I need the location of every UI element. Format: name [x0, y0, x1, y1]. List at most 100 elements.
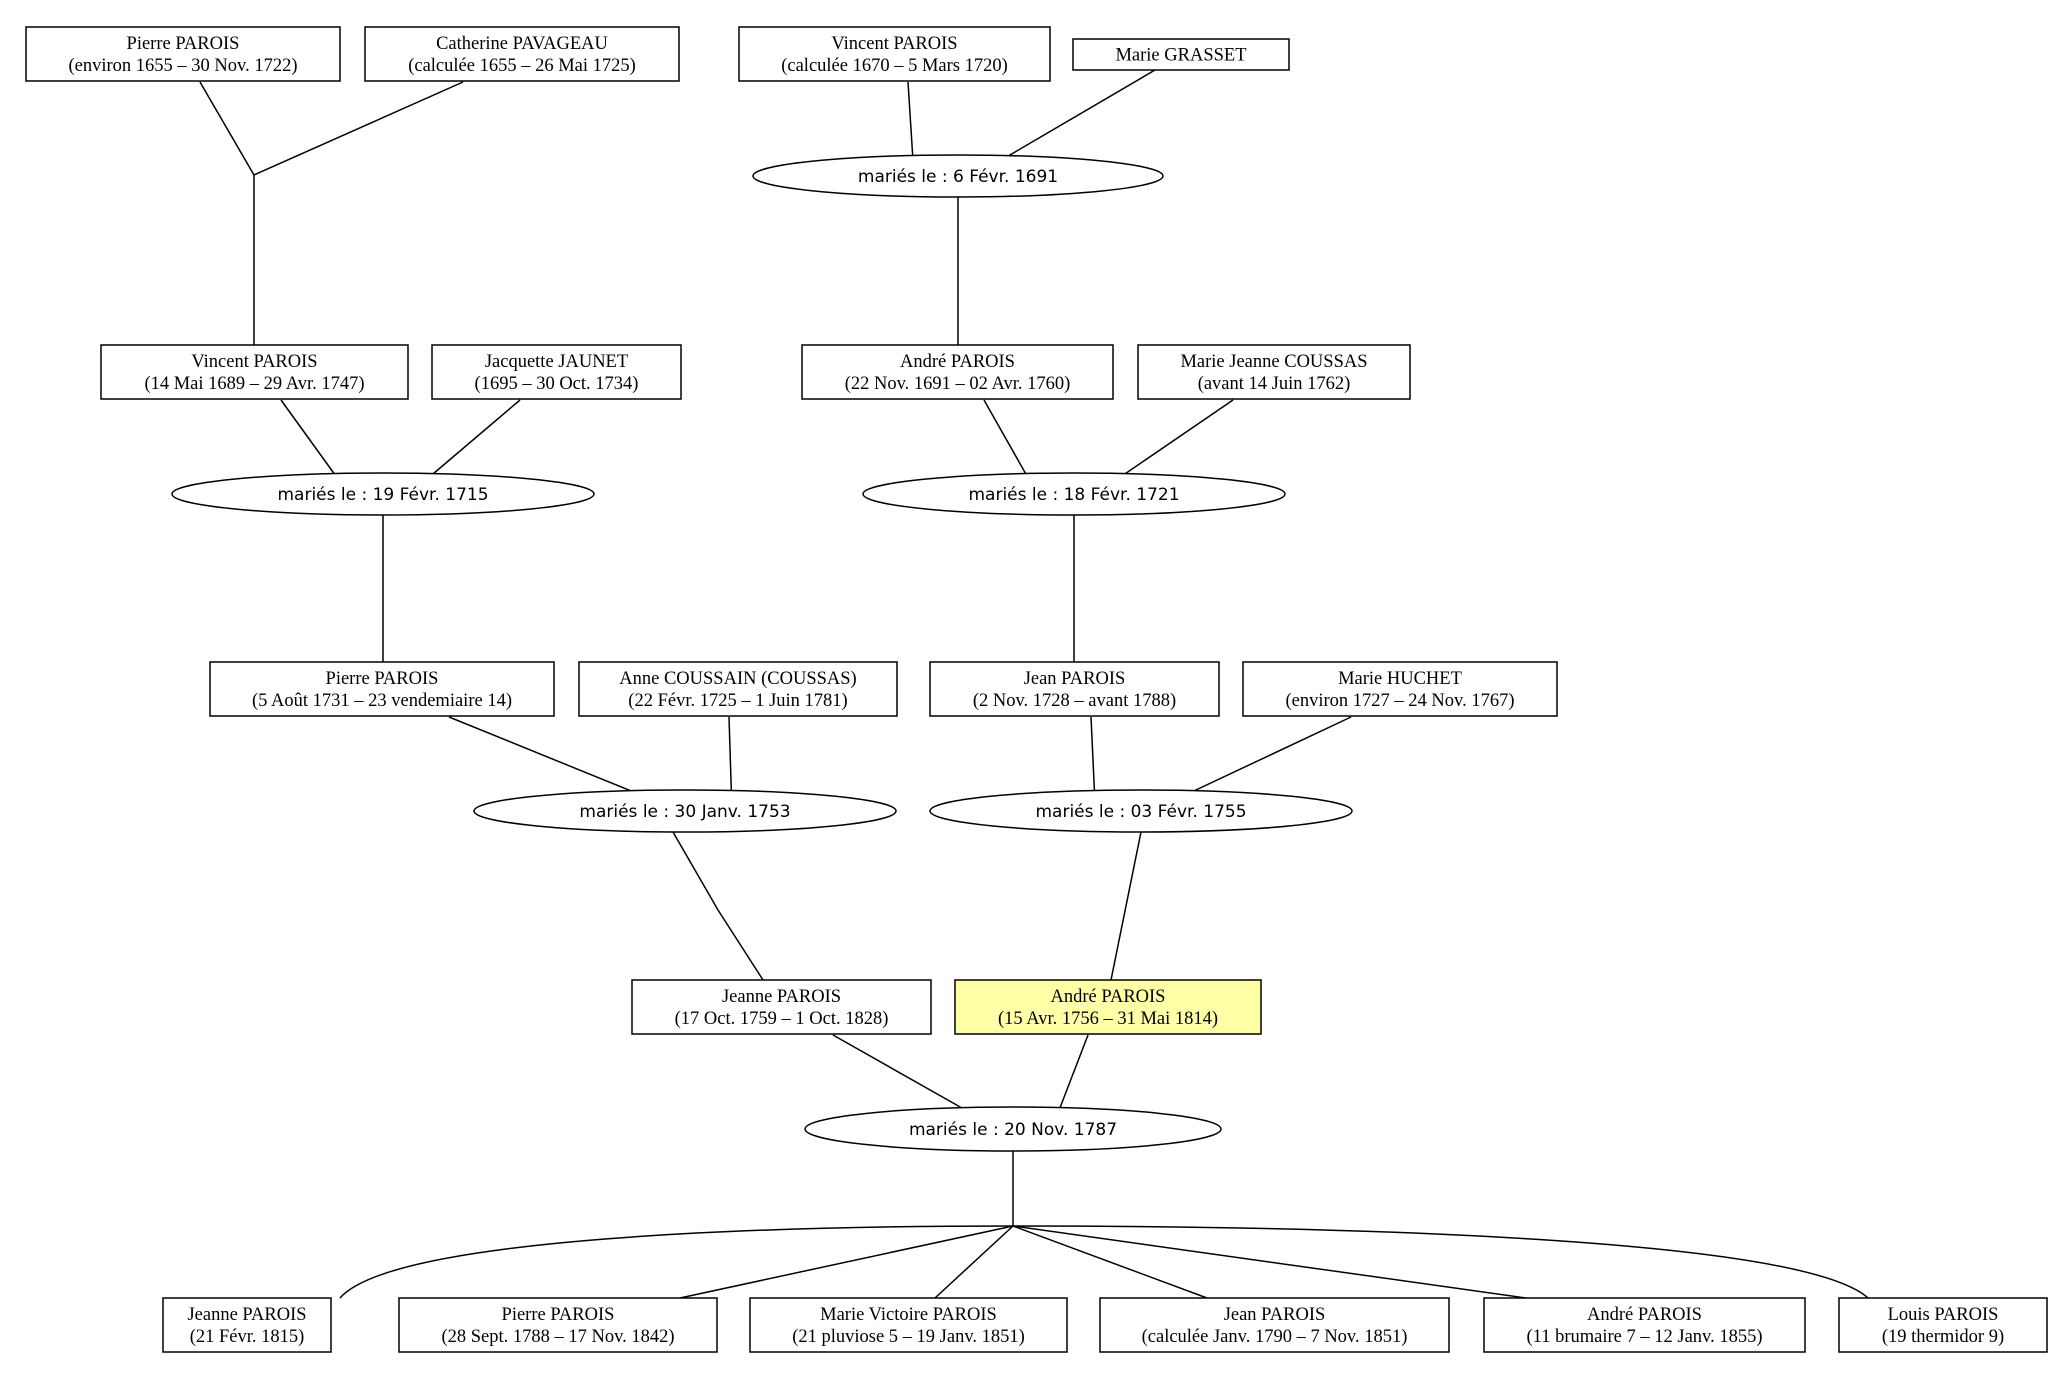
- child-edge: [679, 1225, 1014, 1299]
- person-name: Pierre PAROIS: [127, 34, 240, 54]
- person-pierre-1788[interactable]: Pierre PAROIS(28 Sept. 1788 – 17 Nov. 18…: [398, 1297, 718, 1353]
- parent-edge: [832, 1034, 968, 1112]
- union-parois-coussain[interactable]: mariés le : 30 Janv. 1753: [473, 789, 897, 833]
- person-name: Pierre PAROIS: [502, 1305, 615, 1325]
- person-box: [431, 344, 682, 400]
- child-edge: [339, 1225, 1014, 1299]
- person-dates: (2 Nov. 1728 – avant 1788): [973, 691, 1176, 711]
- person-dates: (calculée 1670 – 5 Mars 1720): [781, 56, 1008, 76]
- person-name: Catherine PAVAGEAU: [436, 34, 608, 54]
- union-parois-parois[interactable]: mariés le : 20 Nov. 1787: [804, 1106, 1222, 1152]
- person-andre-1691[interactable]: André PAROIS(22 Nov. 1691 – 02 Avr. 1760…: [801, 344, 1114, 400]
- parent-edge: [1090, 716, 1096, 795]
- edges: [199, 69, 1869, 1299]
- person-box: [1838, 1297, 2048, 1353]
- union-parois-huchet[interactable]: mariés le : 03 Févr. 1755: [929, 789, 1353, 833]
- person-dates: (environ 1727 – 24 Nov. 1767): [1286, 691, 1515, 711]
- person-jean-1728[interactable]: Jean PAROIS(2 Nov. 1728 – avant 1788): [929, 661, 1220, 717]
- person-box: [578, 661, 898, 717]
- person-pierre-1655[interactable]: Pierre PAROIS(environ 1655 – 30 Nov. 172…: [25, 26, 341, 82]
- person-name: Vincent PAROIS: [831, 34, 957, 54]
- person-dates: (11 brumaire 7 – 12 Janv. 1855): [1527, 1327, 1763, 1347]
- person-jeanne-1759[interactable]: Jeanne PAROIS(17 Oct. 1759 – 1 Oct. 1828…: [631, 979, 932, 1035]
- person-name: Marie Victoire PAROIS: [820, 1305, 997, 1325]
- person-marie-grasset[interactable]: Marie GRASSET: [1072, 38, 1290, 71]
- person-dates: (environ 1655 – 30 Nov. 1722): [69, 56, 298, 76]
- person-name: Jeanne PAROIS: [187, 1305, 306, 1325]
- person-dates: (calculée Janv. 1790 – 7 Nov. 1851): [1142, 1327, 1408, 1347]
- marriage-label: mariés le : 20 Nov. 1787: [909, 1120, 1117, 1140]
- person-box: [209, 661, 555, 717]
- person-marie-huchet[interactable]: Marie HUCHET(environ 1727 – 24 Nov. 1767…: [1242, 661, 1558, 717]
- child-edge: [672, 831, 764, 981]
- child-edge: [934, 1225, 1014, 1299]
- union-oval: [929, 789, 1353, 833]
- person-dates: (1695 – 30 Oct. 1734): [475, 374, 639, 394]
- person-name: André PAROIS: [900, 352, 1015, 372]
- person-box: [1072, 38, 1290, 71]
- person-box: [738, 26, 1051, 82]
- person-name: Vincent PAROIS: [191, 352, 317, 372]
- person-andre-1756[interactable]: André PAROIS(15 Avr. 1756 – 31 Mai 1814): [954, 979, 1262, 1035]
- person-anne-1725[interactable]: Anne COUSSAIN (COUSSAS)(22 Févr. 1725 – …: [578, 661, 898, 717]
- person-dates: (5 Août 1731 – 23 vendemiaire 14): [252, 691, 512, 711]
- parent-edge: [1002, 69, 1156, 160]
- person-box: [1099, 1297, 1450, 1353]
- person-mariejeanne-1762[interactable]: Marie Jeanne COUSSAS(avant 14 Juin 1762): [1137, 344, 1411, 400]
- person-name: André PAROIS: [1051, 987, 1166, 1007]
- persons: Pierre PAROIS(environ 1655 – 30 Nov. 172…: [25, 26, 2048, 1353]
- union-parois-grasset[interactable]: mariés le : 6 Févr. 1691: [752, 154, 1164, 198]
- person-box: [929, 661, 1220, 717]
- marriage-label: mariés le : 30 Janv. 1753: [579, 802, 790, 822]
- person-box: [954, 979, 1262, 1035]
- person-name: Anne COUSSAIN (COUSSAS): [619, 669, 856, 689]
- parent-edge: [1119, 399, 1234, 478]
- child-edge: [1012, 1225, 1208, 1299]
- union-oval: [804, 1106, 1222, 1152]
- person-box: [749, 1297, 1068, 1353]
- parent-edge: [1187, 716, 1352, 795]
- person-marievictoire[interactable]: Marie Victoire PAROIS(21 pluviose 5 – 19…: [749, 1297, 1068, 1353]
- person-box: [631, 979, 932, 1035]
- person-box: [100, 344, 409, 400]
- person-pierre-1731[interactable]: Pierre PAROIS(5 Août 1731 – 23 vendemiai…: [209, 661, 555, 717]
- parent-edge: [1058, 1034, 1089, 1112]
- person-name: Marie HUCHET: [1338, 669, 1462, 689]
- person-name: Jean PAROIS: [1224, 1305, 1326, 1325]
- person-box: [1137, 344, 1411, 400]
- marriage-label: mariés le : 03 Févr. 1755: [1035, 802, 1246, 822]
- person-jeanne-1815[interactable]: Jeanne PAROIS(21 Févr. 1815): [162, 1297, 332, 1353]
- person-vincent-1689[interactable]: Vincent PAROIS(14 Mai 1689 – 29 Avr. 174…: [100, 344, 409, 400]
- child-edge: [1110, 831, 1142, 981]
- union-parois-jaunet[interactable]: mariés le : 19 Févr. 1715: [171, 472, 595, 516]
- person-andre-brumaire[interactable]: André PAROIS(11 brumaire 7 – 12 Janv. 18…: [1483, 1297, 1806, 1353]
- person-catherine-1655[interactable]: Catherine PAVAGEAU(calculée 1655 – 26 Ma…: [364, 26, 680, 82]
- union-oval: [473, 789, 897, 833]
- person-dates: (19 thermidor 9): [1882, 1327, 2004, 1347]
- person-box: [801, 344, 1114, 400]
- person-box: [1483, 1297, 1806, 1353]
- person-dates: (28 Sept. 1788 – 17 Nov. 1842): [441, 1327, 674, 1347]
- parent-edge: [728, 716, 733, 795]
- person-box: [364, 26, 680, 82]
- person-name: Louis PAROIS: [1888, 1305, 1999, 1325]
- parent-edge: [448, 716, 639, 795]
- person-box: [398, 1297, 718, 1353]
- unions: mariés le : 6 Févr. 1691 mariés le : 19 F…: [171, 154, 1353, 1152]
- person-louis-thermidor[interactable]: Louis PAROIS(19 thermidor 9): [1838, 1297, 2048, 1353]
- person-dates: (22 Févr. 1725 – 1 Juin 1781): [628, 691, 847, 711]
- union-oval: [752, 154, 1164, 198]
- person-name: André PAROIS: [1587, 1305, 1702, 1325]
- person-jacquette-1695[interactable]: Jacquette JAUNET(1695 – 30 Oct. 1734): [431, 344, 682, 400]
- parent-edge: [428, 399, 521, 478]
- union-parois-coussas[interactable]: mariés le : 18 Févr. 1721: [862, 472, 1286, 516]
- person-name: Marie Jeanne COUSSAS: [1180, 352, 1367, 372]
- person-dates: (calculée 1655 – 26 Mai 1725): [408, 56, 636, 76]
- marriage-label: mariés le : 18 Févr. 1721: [968, 485, 1179, 505]
- person-name: Jeanne PAROIS: [722, 987, 841, 1007]
- child-edge: [1012, 1225, 1869, 1299]
- person-jean-1790[interactable]: Jean PAROIS(calculée Janv. 1790 – 7 Nov.…: [1099, 1297, 1450, 1353]
- person-vincent-1670[interactable]: Vincent PAROIS(calculée 1670 – 5 Mars 17…: [738, 26, 1051, 82]
- person-dates: (15 Avr. 1756 – 31 Mai 1814): [998, 1009, 1218, 1029]
